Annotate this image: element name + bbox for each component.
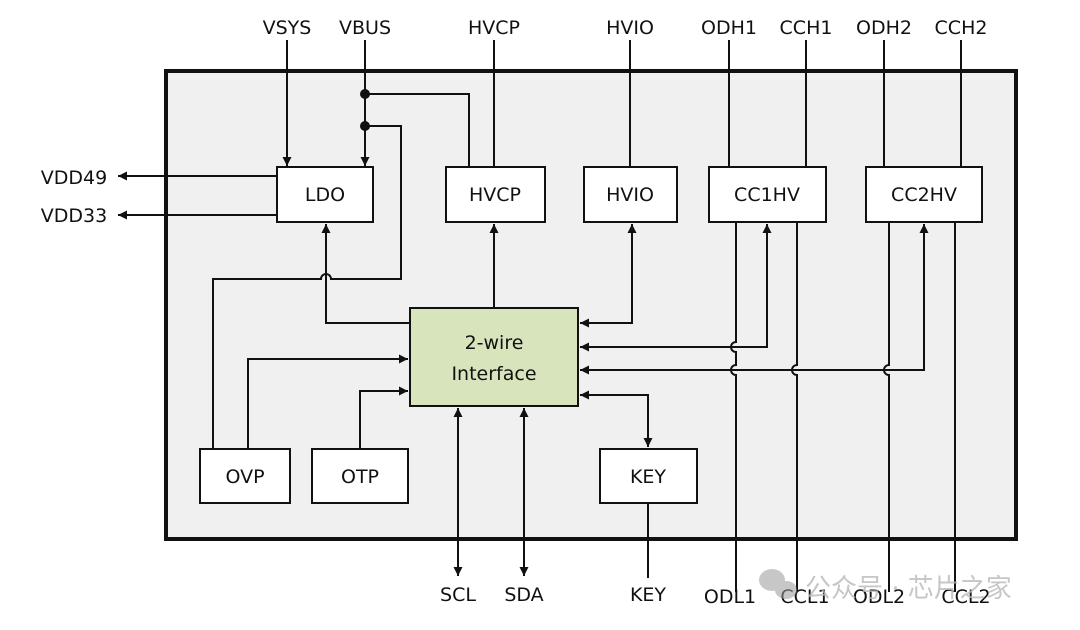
block-2wire-interface: 2-wire Interface — [409, 307, 579, 407]
wire-interface-ldo — [321, 224, 410, 324]
pin-label-odh2: ODH2 — [856, 17, 912, 39]
wire-interface-key — [580, 390, 653, 447]
pin-label-vsys: VSYS — [263, 17, 312, 39]
block-otp-label: OTP — [341, 466, 379, 488]
wire-ovp-interface — [247, 354, 408, 449]
pin-label-odl1: ODL1 — [704, 586, 756, 608]
block-ovp-label: OVP — [225, 466, 264, 488]
block-otp: OTP — [311, 448, 409, 504]
wire-cc1hv-odl1 — [730, 222, 737, 592]
block-cc2hv-label: CC2HV — [891, 184, 957, 206]
block-key-label: KEY — [630, 466, 666, 488]
wire-cc2hv-odl2 — [883, 222, 890, 592]
pin-label-vdd49: VDD49 — [41, 167, 107, 189]
block-ldo-label: LDO — [305, 184, 345, 206]
interface-label-line1: 2-wire — [465, 332, 524, 354]
block-hvcp-label: HVCP — [469, 184, 521, 206]
block-cc1hv: CC1HV — [708, 166, 827, 223]
pin-label-key: KEY — [630, 584, 666, 606]
block-hvio-label: HVIO — [606, 184, 654, 206]
watermark-text: 公众号 · 芯片之家 — [805, 574, 1012, 604]
pin-label-ccl2: CCL2 — [941, 586, 990, 608]
pin-label-vbus: VBUS — [339, 17, 391, 39]
pin-label-sda: SDA — [504, 584, 543, 606]
pin-label-scl: SCL — [440, 584, 476, 606]
wechat-icon — [759, 569, 797, 599]
pin-label-vdd33: VDD33 — [41, 205, 107, 227]
block-ldo: LDO — [276, 166, 374, 223]
pin-label-odh1: ODH1 — [701, 17, 757, 39]
pin-label-hvcp: HVCP — [468, 17, 520, 39]
block-ovp: OVP — [199, 448, 291, 504]
wire-vbus-hvcp — [365, 93, 470, 167]
block-cc1hv-label: CC1HV — [734, 184, 800, 206]
pin-label-cch2: CCH2 — [935, 17, 988, 39]
wire-interface-cc2hv — [580, 224, 929, 375]
block-hvcp: HVCP — [445, 166, 546, 223]
pin-label-odl2: ODL2 — [853, 586, 905, 608]
wires — [118, 40, 962, 592]
wire-otp-interface — [359, 386, 408, 449]
block-key: KEY — [599, 448, 698, 504]
pin-label-hvio: HVIO — [606, 17, 654, 39]
pin-label-cch1: CCH1 — [780, 17, 833, 39]
interface-label-line2: Interface — [451, 363, 536, 385]
block-hvio: HVIO — [583, 166, 678, 223]
watermark: 公众号 · 芯片之家 — [759, 569, 1012, 604]
block-cc2hv: CC2HV — [865, 166, 983, 223]
wire-cc1hv-ccl1 — [791, 222, 798, 592]
